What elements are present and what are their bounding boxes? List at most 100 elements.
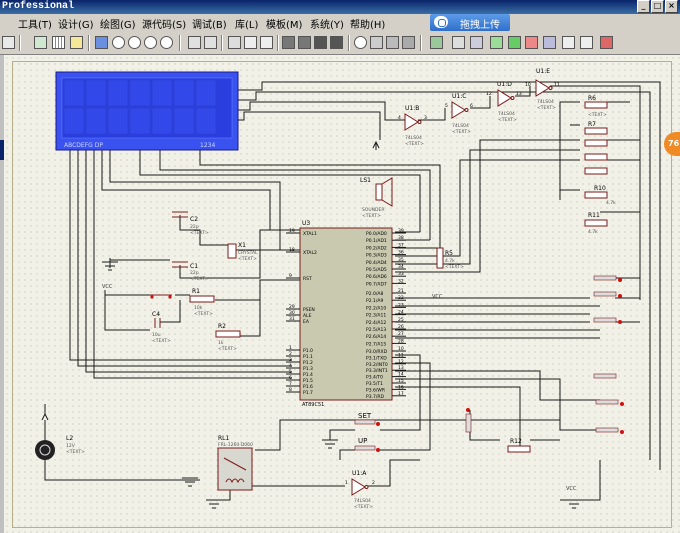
lcd-display[interactable]: ABCDEFG DP 1234: [55, 71, 239, 151]
resistor-r2[interactable]: [215, 330, 241, 338]
lamp-l2[interactable]: [35, 440, 55, 460]
sounder-ls1[interactable]: [375, 177, 393, 207]
origin-icon[interactable]: [70, 36, 83, 49]
inverter-u1b[interactable]: [404, 113, 422, 131]
make-device-icon[interactable]: [370, 36, 383, 49]
notification-badge[interactable]: 76: [664, 132, 680, 156]
u1c-pin-in: 6: [470, 103, 473, 109]
netlist-icon[interactable]: [600, 36, 613, 49]
close-button[interactable]: ×: [665, 0, 678, 13]
property-tool-icon[interactable]: [470, 36, 483, 49]
menu-tools[interactable]: 工具(T): [18, 20, 52, 31]
l2-ref: L2: [66, 435, 73, 442]
menu-design[interactable]: 设计(G): [58, 20, 94, 31]
resistor-r5[interactable]: [436, 247, 444, 269]
menu-debug[interactable]: 调试(B): [192, 20, 227, 31]
zoom-out-icon[interactable]: [128, 36, 141, 49]
toolbar: [0, 32, 680, 55]
up-label: UP: [358, 437, 367, 445]
r2-text: <TEXT>: [218, 346, 237, 352]
redo-icon[interactable]: [204, 36, 217, 49]
exit-sheet-icon[interactable]: [543, 36, 556, 49]
pick-device-icon[interactable]: [354, 36, 367, 49]
relay-rl1[interactable]: [217, 447, 253, 491]
bom-icon[interactable]: [562, 36, 575, 49]
wire-autoroute-icon[interactable]: [430, 36, 443, 49]
resistor-r12[interactable]: [507, 445, 531, 453]
key-buttons[interactable]: [593, 275, 624, 434]
u3-microcontroller[interactable]: U3 AT89C51 19XTAL118XTAL29RST29PSEN30ALE…: [286, 220, 406, 408]
menu-template[interactable]: 模板(M): [266, 20, 303, 31]
u3-pin-name: P1.1: [303, 354, 313, 360]
menu-system[interactable]: 系统(Y): [310, 20, 344, 31]
u1a-pin-out: 1: [345, 480, 348, 486]
r5-value: 4.7k: [445, 258, 455, 264]
add-sheet-icon[interactable]: [508, 36, 521, 49]
upload-button[interactable]: 拖拽上传: [430, 14, 510, 31]
remove-sheet-icon[interactable]: [525, 36, 538, 49]
u3-pin-number: 10: [398, 346, 404, 352]
menu-source[interactable]: 源代码(S): [142, 20, 187, 31]
u3-pin-number: 2: [289, 351, 292, 357]
u3-pin-name: P1.7: [303, 390, 313, 396]
grid-icon[interactable]: [52, 36, 65, 49]
page-icon[interactable]: [2, 36, 15, 49]
minimize-button[interactable]: _: [637, 0, 650, 13]
undo-icon[interactable]: [188, 36, 201, 49]
zoom-in-icon[interactable]: [112, 36, 125, 49]
resistor-r10[interactable]: [584, 191, 608, 199]
pan-icon[interactable]: [95, 36, 108, 49]
capacitor-c2[interactable]: [172, 211, 188, 218]
erc-icon[interactable]: [580, 36, 593, 49]
resistor-r7[interactable]: [584, 127, 608, 135]
u1d-pin-in: 12: [486, 91, 492, 97]
capacitor-c1[interactable]: [172, 261, 188, 268]
c1-ref: C1: [190, 263, 198, 270]
packaging-icon[interactable]: [386, 36, 399, 49]
crystal-x1[interactable]: [227, 243, 237, 259]
block-move-icon[interactable]: [298, 36, 311, 49]
u3-pin-number: 36: [398, 250, 404, 256]
set-button[interactable]: [354, 419, 380, 426]
inverter-u1c[interactable]: [451, 101, 469, 119]
inverter-u1e[interactable]: [535, 79, 553, 97]
copy-icon[interactable]: [244, 36, 257, 49]
vcc-r12-label: VCC: [566, 486, 577, 492]
resistor-r11[interactable]: [584, 219, 608, 227]
u3-pin-name: P2.2/A10: [366, 305, 386, 311]
inverter-u1d[interactable]: [497, 89, 515, 107]
new-sheet-icon[interactable]: [490, 36, 503, 49]
block-delete-icon[interactable]: [330, 36, 343, 49]
lcd-pins-right: 1234: [200, 142, 215, 149]
maximize-button[interactable]: □: [651, 0, 664, 13]
zoom-area-icon[interactable]: [160, 36, 173, 49]
menu-library[interactable]: 库(L): [235, 20, 259, 31]
u3-pin-name: P3.6/WR: [366, 387, 385, 393]
r11-value: 4.7k: [588, 229, 598, 235]
cut-icon[interactable]: [228, 36, 241, 49]
u3-pin-number: 9: [289, 273, 292, 279]
resistor-r6[interactable]: [584, 101, 608, 109]
block-copy-icon[interactable]: [282, 36, 295, 49]
reset-button[interactable]: [150, 294, 172, 299]
block-rotate-icon[interactable]: [314, 36, 327, 49]
u3-pin-name: P1.2: [303, 360, 313, 366]
search-icon[interactable]: [452, 36, 465, 49]
u3-pin-number: 19: [289, 228, 295, 234]
x1-ref: X1: [238, 242, 246, 249]
u3-pin-name: P0.6/AD6: [366, 274, 387, 280]
inverter-u1a[interactable]: [351, 478, 369, 496]
zoom-all-icon[interactable]: [144, 36, 157, 49]
resistor-array[interactable]: [584, 139, 608, 175]
resistor-r1[interactable]: [189, 295, 215, 303]
decompose-icon[interactable]: [402, 36, 415, 49]
up-button[interactable]: [354, 445, 380, 452]
menu-graph[interactable]: 绘图(G): [100, 20, 136, 31]
paste-icon[interactable]: [260, 36, 273, 49]
switch-vertical[interactable]: [465, 408, 472, 433]
menu-help[interactable]: 帮助(H): [350, 20, 386, 31]
capacitor-c4[interactable]: [154, 318, 161, 328]
refresh-icon[interactable]: [34, 36, 47, 49]
u3-ref: U3: [302, 220, 310, 227]
cloud-upload-icon: [434, 16, 448, 28]
